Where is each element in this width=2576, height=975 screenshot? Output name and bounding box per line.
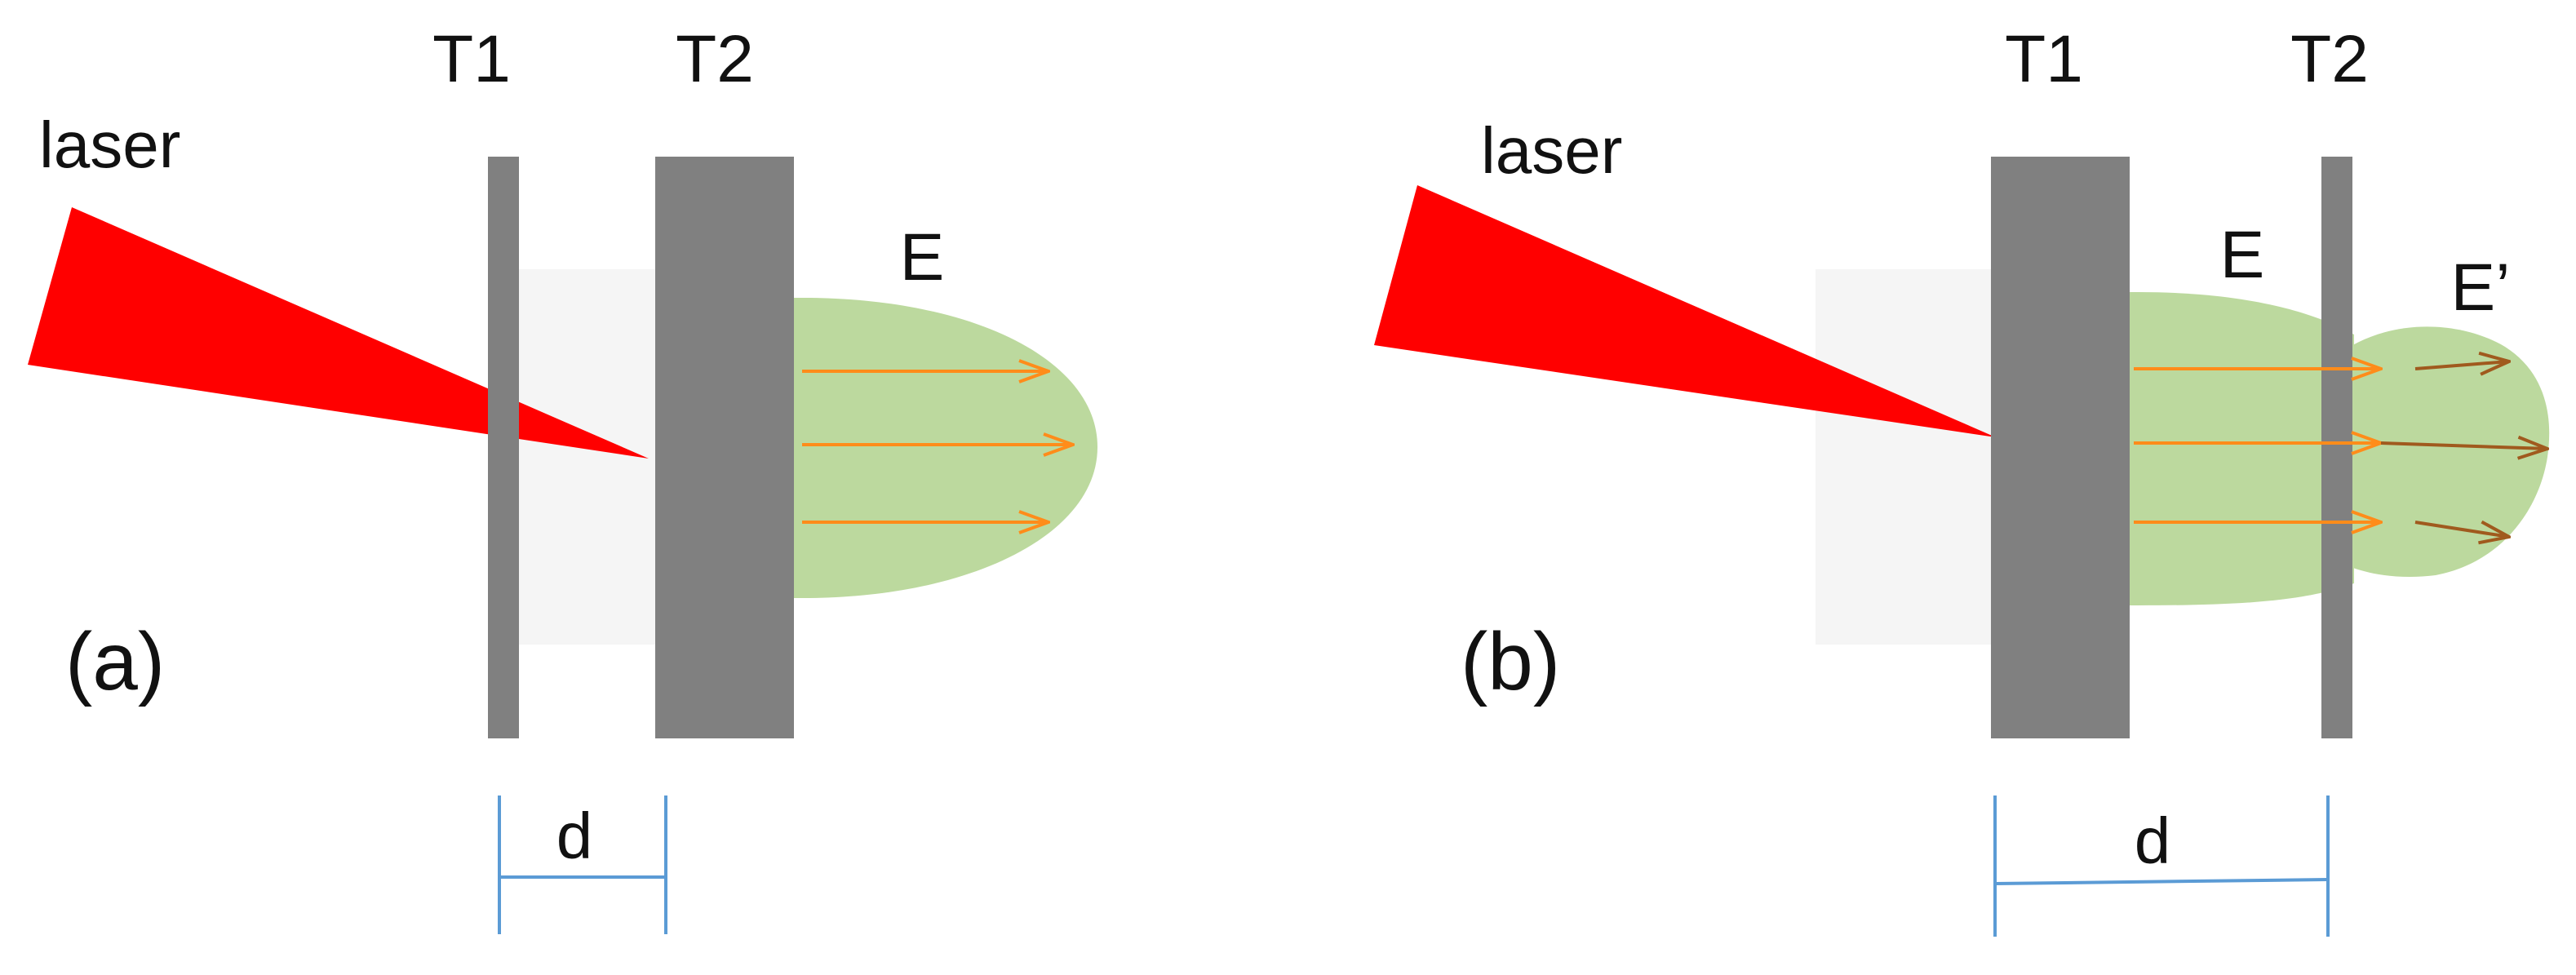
panel-b-field2-arrow [2380,443,2547,449]
panel-a-distance-label: d [556,800,593,872]
panel-a-target-1 [488,157,519,738]
panel-a-label: (a) [65,616,165,707]
panel-b-target-1-label: T1 [2005,22,2083,96]
panel-b: laser T1 E E’ T2 (b) d [1374,22,2549,937]
panel-a-target-2-label: T2 [676,22,754,96]
panel-a-laser-label: laser [39,109,180,181]
panel-a-field-region [794,298,1097,598]
panel-b-label: (b) [1461,616,1560,707]
panel-a-target-2 [655,157,794,738]
panel-b-shadow [1816,269,1999,645]
panel-a-shadow [516,269,658,645]
panel-b-field-region [2130,292,2354,605]
panel-b-field2-arrow [2414,361,2509,369]
panel-b-distance-label: d [2135,804,2171,877]
panel-b-field2-region [2334,326,2550,578]
panel-b-field-label: E [2220,218,2265,292]
panel-b-laser-label: laser [1481,114,1622,187]
panel-a-distance-bracket [498,796,667,934]
panel-b-laser-beam [1374,185,1996,437]
panel-a: laser T1 T2 E (a) d [28,22,1097,934]
panel-b-target-2 [2321,157,2352,738]
panel-b-field2-arrow [2414,522,2509,537]
panel-b-distance-bracket [1993,796,2330,937]
panel-a-target-1-label: T1 [432,22,511,96]
panel-b-field2-label: E’ [2451,250,2511,325]
panel-b-target-2-label: T2 [2290,22,2369,96]
panel-a-field-label: E [900,220,945,295]
panel-b-target-1 [1991,157,2130,738]
